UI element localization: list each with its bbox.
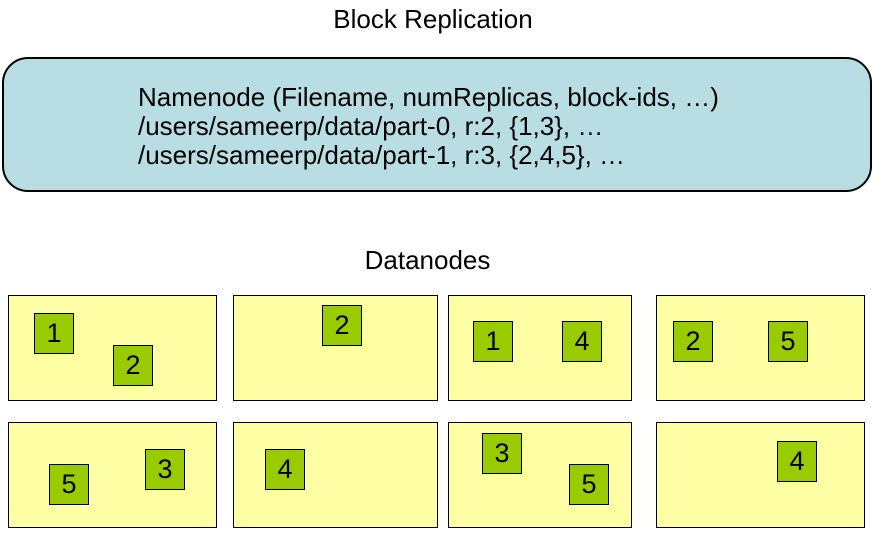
datanode-8: 4 bbox=[656, 422, 865, 528]
diagram-title: Block Replication bbox=[333, 4, 533, 34]
datanode-7-block-5: 5 bbox=[569, 464, 609, 505]
datanode-1-block-1: 1 bbox=[34, 313, 74, 354]
datanode-3-block-4: 4 bbox=[562, 321, 602, 362]
namenode-box: Namenode (Filename, numReplicas, block-i… bbox=[2, 57, 872, 192]
datanode-3-block-1: 1 bbox=[473, 321, 513, 362]
namenode-file-entry-part0: /users/sameerp/data/part-0, r:2, {1,3}, … bbox=[138, 111, 604, 141]
datanode-2: 2 bbox=[233, 295, 438, 401]
namenode-file-entry-part1: /users/sameerp/data/part-1, r:3, {2,4,5}… bbox=[138, 140, 626, 170]
datanodes-label: Datanodes bbox=[364, 245, 491, 275]
datanode-6: 4 bbox=[233, 422, 438, 528]
datanode-7-block-3: 3 bbox=[482, 433, 522, 474]
namenode-header-line: Namenode (Filename, numReplicas, block-i… bbox=[138, 82, 719, 112]
datanode-4-block-5: 5 bbox=[768, 321, 808, 362]
datanode-1-block-2: 2 bbox=[113, 345, 153, 386]
datanode-2-block-2: 2 bbox=[322, 305, 362, 346]
datanode-8-block-4: 4 bbox=[777, 441, 817, 482]
datanode-5-block-3: 3 bbox=[145, 449, 185, 490]
datanode-4-block-2: 2 bbox=[673, 321, 713, 362]
datanode-5-block-5: 5 bbox=[49, 464, 89, 505]
namenode-text: Namenode (Filename, numReplicas, block-i… bbox=[138, 83, 719, 170]
datanode-6-block-4: 4 bbox=[265, 449, 305, 490]
